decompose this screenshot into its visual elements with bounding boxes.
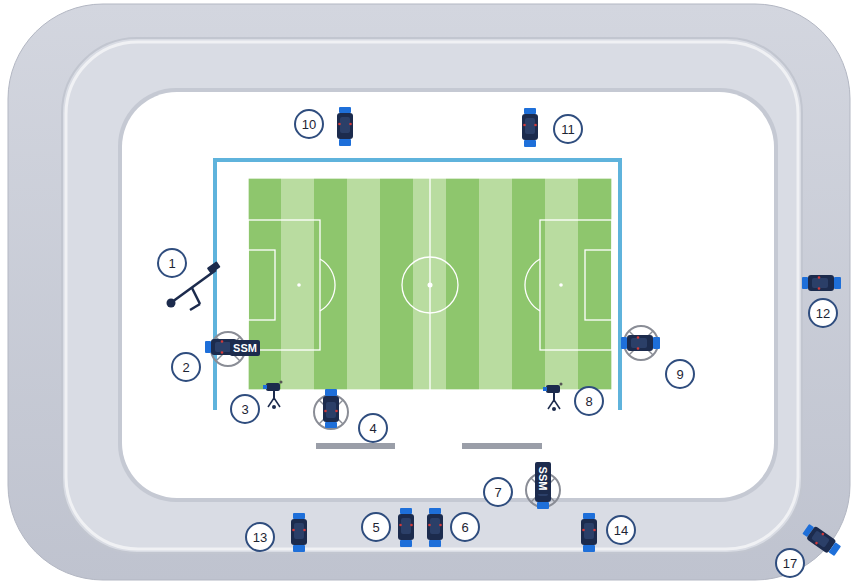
callout-circle: 14 <box>606 515 636 545</box>
callout-circle: 17 <box>775 548 805 578</box>
callout-number: 2 <box>182 361 189 374</box>
callout-number: 14 <box>614 524 628 537</box>
callout-number: 13 <box>253 531 267 544</box>
callout-circle: 7 <box>483 477 513 507</box>
callout-number: 6 <box>461 521 468 534</box>
callout-number: 8 <box>585 395 592 408</box>
callout-circle: 5 <box>361 512 391 542</box>
callout-circle: 11 <box>553 114 583 144</box>
camera-tag: SSM <box>233 343 257 354</box>
callout-circle: 9 <box>665 359 695 389</box>
callout-number: 7 <box>494 486 501 499</box>
callout-number: 3 <box>241 403 248 416</box>
callout-number: 5 <box>372 521 379 534</box>
callout-number: 4 <box>369 422 376 435</box>
callout-circle: 10 <box>294 109 324 139</box>
callout-circle: 2 <box>171 352 201 382</box>
callout-number: 11 <box>561 123 575 136</box>
callout-number: 12 <box>816 307 830 320</box>
callout-number: 9 <box>676 368 683 381</box>
camera-tag: SSM <box>538 466 549 490</box>
callout-number: 17 <box>783 557 797 570</box>
callout-circle: 8 <box>574 386 604 416</box>
callout-number: 1 <box>168 257 175 270</box>
callout-circle: 12 <box>808 298 838 328</box>
callout-circle: 6 <box>450 512 480 542</box>
callout-circle: 3 <box>230 394 260 424</box>
callout-circle: 4 <box>358 413 388 443</box>
callout-circle: 1 <box>157 248 187 278</box>
callout-number: 10 <box>302 118 316 131</box>
callout-circle: 13 <box>245 522 275 552</box>
